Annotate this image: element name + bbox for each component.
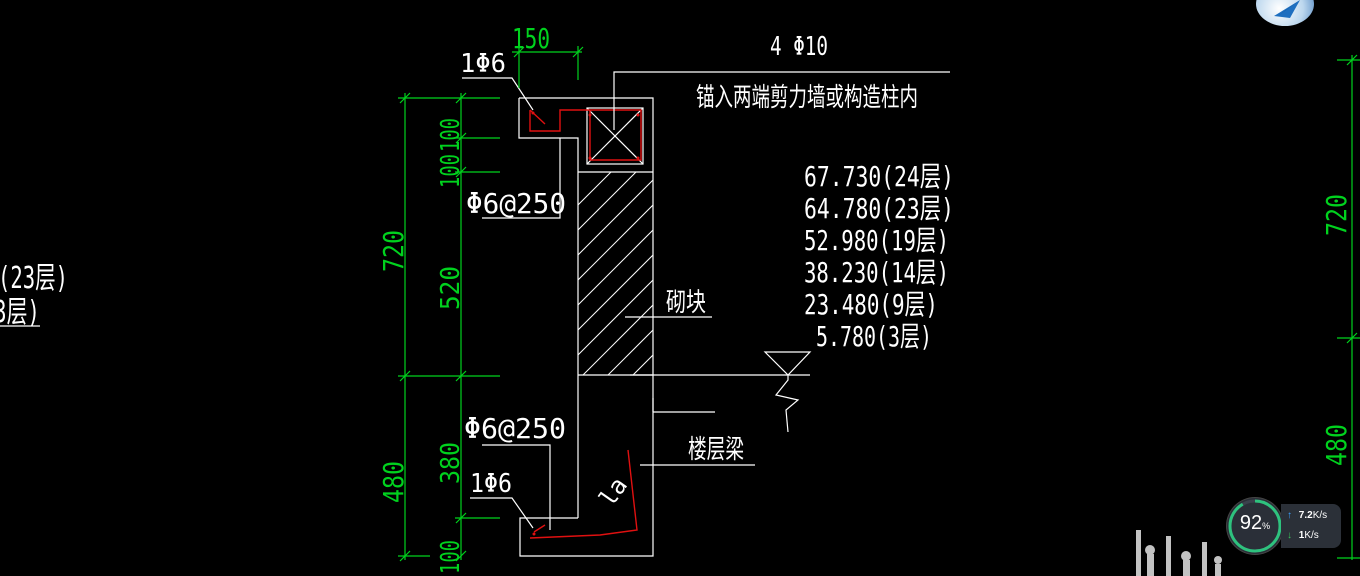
dim-520: 520: [436, 266, 466, 310]
leader-bottom-corner: [470, 497, 534, 529]
upload-unit: K/s: [1312, 510, 1328, 521]
dim-total-bottom: 480: [377, 461, 410, 503]
leader-stirrup-top: [482, 138, 561, 219]
label-main-rebar: 4 Φ10: [770, 32, 828, 62]
app-logo-icon[interactable]: [1256, 0, 1314, 26]
dim-100-b: 100: [436, 154, 466, 188]
download-arrow-icon: ↓: [1287, 530, 1292, 541]
upload-speed: 7.2: [1298, 510, 1313, 521]
left-partial-elevation-2: 3层): [0, 295, 40, 330]
elevation-list: 67.730(24层) 64.780(23层) 52.980(19层) 38.2…: [804, 160, 954, 353]
label-rebar-top-corner: 1Φ6: [460, 49, 506, 79]
label-stirrup-bottom: Φ6@250: [464, 412, 566, 445]
rebar-lines: [529, 109, 642, 539]
download-unit: K/s: [1304, 530, 1319, 541]
label-la: la: [594, 472, 634, 512]
download-speed: 1: [1298, 530, 1305, 541]
leader-top-corner: [462, 77, 534, 111]
level-symbol: [630, 351, 812, 433]
right-dimension-lines: [1337, 54, 1360, 560]
right-dim-480: 480: [1320, 424, 1353, 466]
elevation-item: 67.730(24层): [804, 160, 954, 193]
network-speed-panel[interactable]: ↑ 7.2K/s ↓ 1K/s: [1281, 504, 1341, 548]
leader-main-rebar: [613, 71, 950, 130]
cpu-usage-gauge[interactable]: 92%: [1227, 498, 1283, 554]
gauge-value: 92: [1239, 512, 1263, 534]
dimension-lines: [398, 46, 584, 562]
download-row: ↓ 1K/s: [1287, 529, 1319, 543]
label-floor-beam: 楼层梁: [688, 435, 744, 465]
mascot-figures-icon: [1136, 530, 1222, 576]
gauge-unit: %: [1262, 521, 1271, 531]
label-anchor-note: 锚入两端剪力墙或构造柱内: [696, 83, 918, 113]
left-partial-elevation-1: (23层): [0, 261, 68, 296]
dim-380: 380: [436, 442, 466, 484]
label-rebar-bottom-corner: 1Φ6: [470, 469, 512, 499]
elevation-item: 38.230(14层): [804, 256, 949, 289]
label-stirrup-top: Φ6@250: [466, 187, 566, 220]
beam-section-outline: [518, 97, 654, 557]
dim-total-top: 720: [377, 230, 410, 272]
upload-row: ↑ 7.2K/s: [1287, 509, 1327, 523]
dim-100-a: 100: [436, 118, 466, 152]
elevation-item: 5.780(3层): [816, 320, 932, 353]
elevation-item: 23.480(9层): [804, 288, 938, 321]
dim-top-width: 150: [512, 22, 550, 55]
gauge-value-wrap: 92%: [1227, 512, 1283, 535]
right-dim-720: 720: [1320, 194, 1353, 236]
leader-stirrup-bottom: [482, 444, 551, 530]
elevation-item: 52.980(19层): [804, 224, 949, 257]
elevation-item: 64.780(23层): [804, 192, 954, 225]
upload-arrow-icon: ↑: [1287, 510, 1292, 521]
label-block: 砌块: [666, 288, 706, 318]
masonry-block-hatch: [578, 172, 653, 375]
dim-100-bottom: 100: [436, 540, 466, 574]
